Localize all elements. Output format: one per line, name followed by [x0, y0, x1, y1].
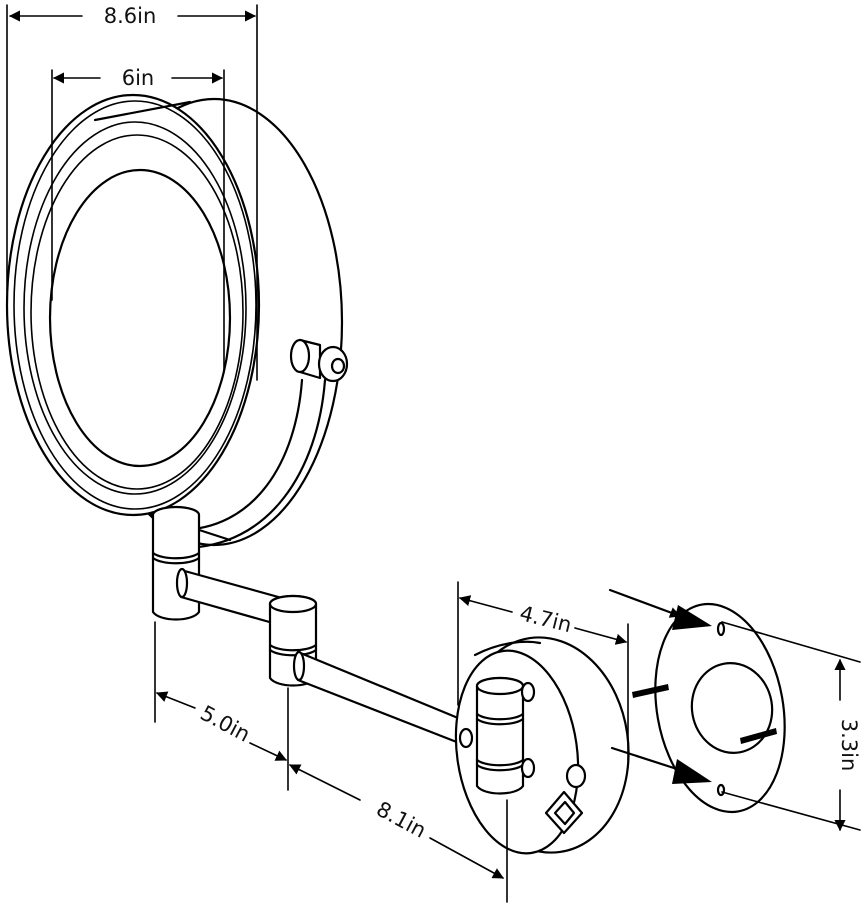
- label-wall-extension: 4.7in: [517, 601, 574, 637]
- label-glass-diameter: 6in: [122, 66, 155, 90]
- dimension-glass-diameter: 6in: [51, 66, 225, 371]
- pivot-knob-icon: [289, 338, 349, 383]
- label-arm-short: 5.0in: [196, 701, 254, 747]
- mirror-head: [5, 93, 344, 550]
- button-icon: [565, 763, 587, 789]
- label-mirror-diameter: 8.6in: [104, 4, 157, 28]
- dimension-arm-short: 5.0in: [154, 621, 289, 791]
- dimension-mirror-diameter: 8.6in: [6, 4, 258, 381]
- mount-arrow-icon: [608, 588, 712, 784]
- wall-base: [454, 636, 630, 855]
- switch-icon: [544, 790, 584, 835]
- mounting-plate: [654, 602, 786, 814]
- label-arm-long: 8.1in: [372, 797, 430, 843]
- screw-icon: [632, 684, 777, 744]
- label-base-diameter: 3.3in: [837, 719, 861, 772]
- dimension-base-diameter: 3.3in: [721, 621, 861, 832]
